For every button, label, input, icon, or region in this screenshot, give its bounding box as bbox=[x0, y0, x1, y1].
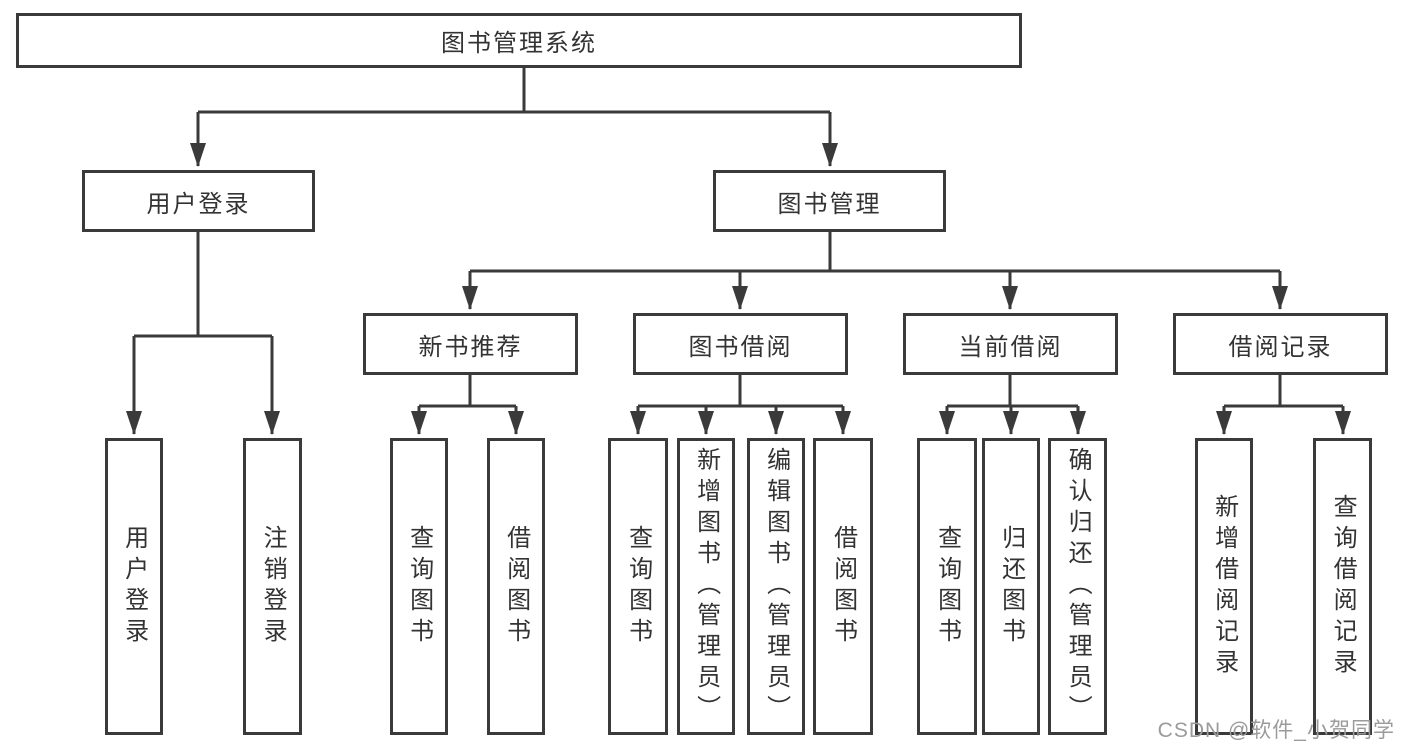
node-current-borrowing: 当前借阅 bbox=[903, 313, 1118, 375]
edge-current-borrow-to-leaves bbox=[939, 375, 1086, 435]
csdn-watermark: CSDN @软件_小贺同学 bbox=[1157, 719, 1395, 742]
node-book-borrowing-label: 图书借阅 bbox=[688, 333, 793, 361]
node-book-management-label: 图书管理 bbox=[777, 190, 882, 218]
leaf-bb-edit-books-admin-label: 编辑图书（管理员） bbox=[762, 447, 790, 726]
node-book-borrowing: 图书借阅 bbox=[633, 313, 848, 375]
leaf-user-login-label: 用户登录 bbox=[120, 524, 148, 649]
node-user-login-label: 用户登录 bbox=[146, 190, 251, 218]
edge-root-to-level2 bbox=[190, 68, 838, 167]
leaf-user-login: 用户登录 bbox=[105, 438, 163, 735]
leaf-bb-add-books-admin: 新增图书（管理员） bbox=[677, 438, 735, 735]
edge-borrow-records-to-leaves bbox=[1216, 375, 1351, 435]
edge-user-login-to-leaves bbox=[126, 232, 280, 435]
leaf-cb-query-books-label: 查询图书 bbox=[933, 524, 961, 649]
node-book-management: 图书管理 bbox=[713, 170, 946, 232]
node-new-book-recommend: 新书推荐 bbox=[363, 313, 578, 375]
node-borrow-records-label: 借阅记录 bbox=[1228, 333, 1333, 361]
leaf-cb-return-books: 归还图书 bbox=[982, 438, 1040, 735]
leaf-bb-borrow-books: 借阅图书 bbox=[813, 438, 873, 735]
edge-book-mgmt-to-level3 bbox=[462, 232, 1288, 310]
leaf-br-add-record: 新增借阅记录 bbox=[1195, 438, 1253, 735]
leaf-nb-borrow-books: 借阅图书 bbox=[487, 438, 545, 735]
leaf-cb-confirm-return-admin: 确认归还（管理员） bbox=[1048, 438, 1107, 735]
node-current-borrowing-label: 当前借阅 bbox=[958, 333, 1063, 361]
leaf-nb-query-books-label: 查询图书 bbox=[405, 524, 433, 649]
leaf-bb-query-books-label: 查询图书 bbox=[624, 524, 652, 649]
node-borrow-records: 借阅记录 bbox=[1173, 313, 1388, 375]
leaf-logout-label: 注销登录 bbox=[259, 524, 287, 649]
leaf-cb-return-books-label: 归还图书 bbox=[997, 524, 1025, 649]
leaf-cb-confirm-return-admin-label: 确认归还（管理员） bbox=[1064, 447, 1092, 726]
leaf-logout: 注销登录 bbox=[243, 438, 302, 735]
leaf-br-query-record-label: 查询借阅记录 bbox=[1329, 493, 1357, 680]
leaf-nb-query-books: 查询图书 bbox=[390, 438, 448, 735]
node-user-login: 用户登录 bbox=[82, 170, 315, 232]
node-new-book-recommend-label: 新书推荐 bbox=[418, 333, 523, 361]
node-library-system-label: 图书管理系统 bbox=[441, 30, 597, 57]
leaf-nb-borrow-books-label: 借阅图书 bbox=[502, 524, 530, 649]
leaf-bb-add-books-admin-label: 新增图书（管理员） bbox=[692, 447, 720, 726]
node-library-system: 图书管理系统 bbox=[16, 13, 1022, 68]
edge-new-books-to-leaves bbox=[411, 375, 524, 435]
edge-book-borrow-to-leaves bbox=[630, 375, 851, 435]
leaf-cb-query-books: 查询图书 bbox=[917, 438, 977, 735]
leaf-br-query-record: 查询借阅记录 bbox=[1313, 438, 1372, 735]
leaf-bb-edit-books-admin: 编辑图书（管理员） bbox=[747, 438, 805, 735]
leaf-br-add-record-label: 新增借阅记录 bbox=[1210, 493, 1238, 680]
leaf-bb-borrow-books-label: 借阅图书 bbox=[829, 524, 857, 649]
leaf-bb-query-books: 查询图书 bbox=[608, 438, 668, 735]
